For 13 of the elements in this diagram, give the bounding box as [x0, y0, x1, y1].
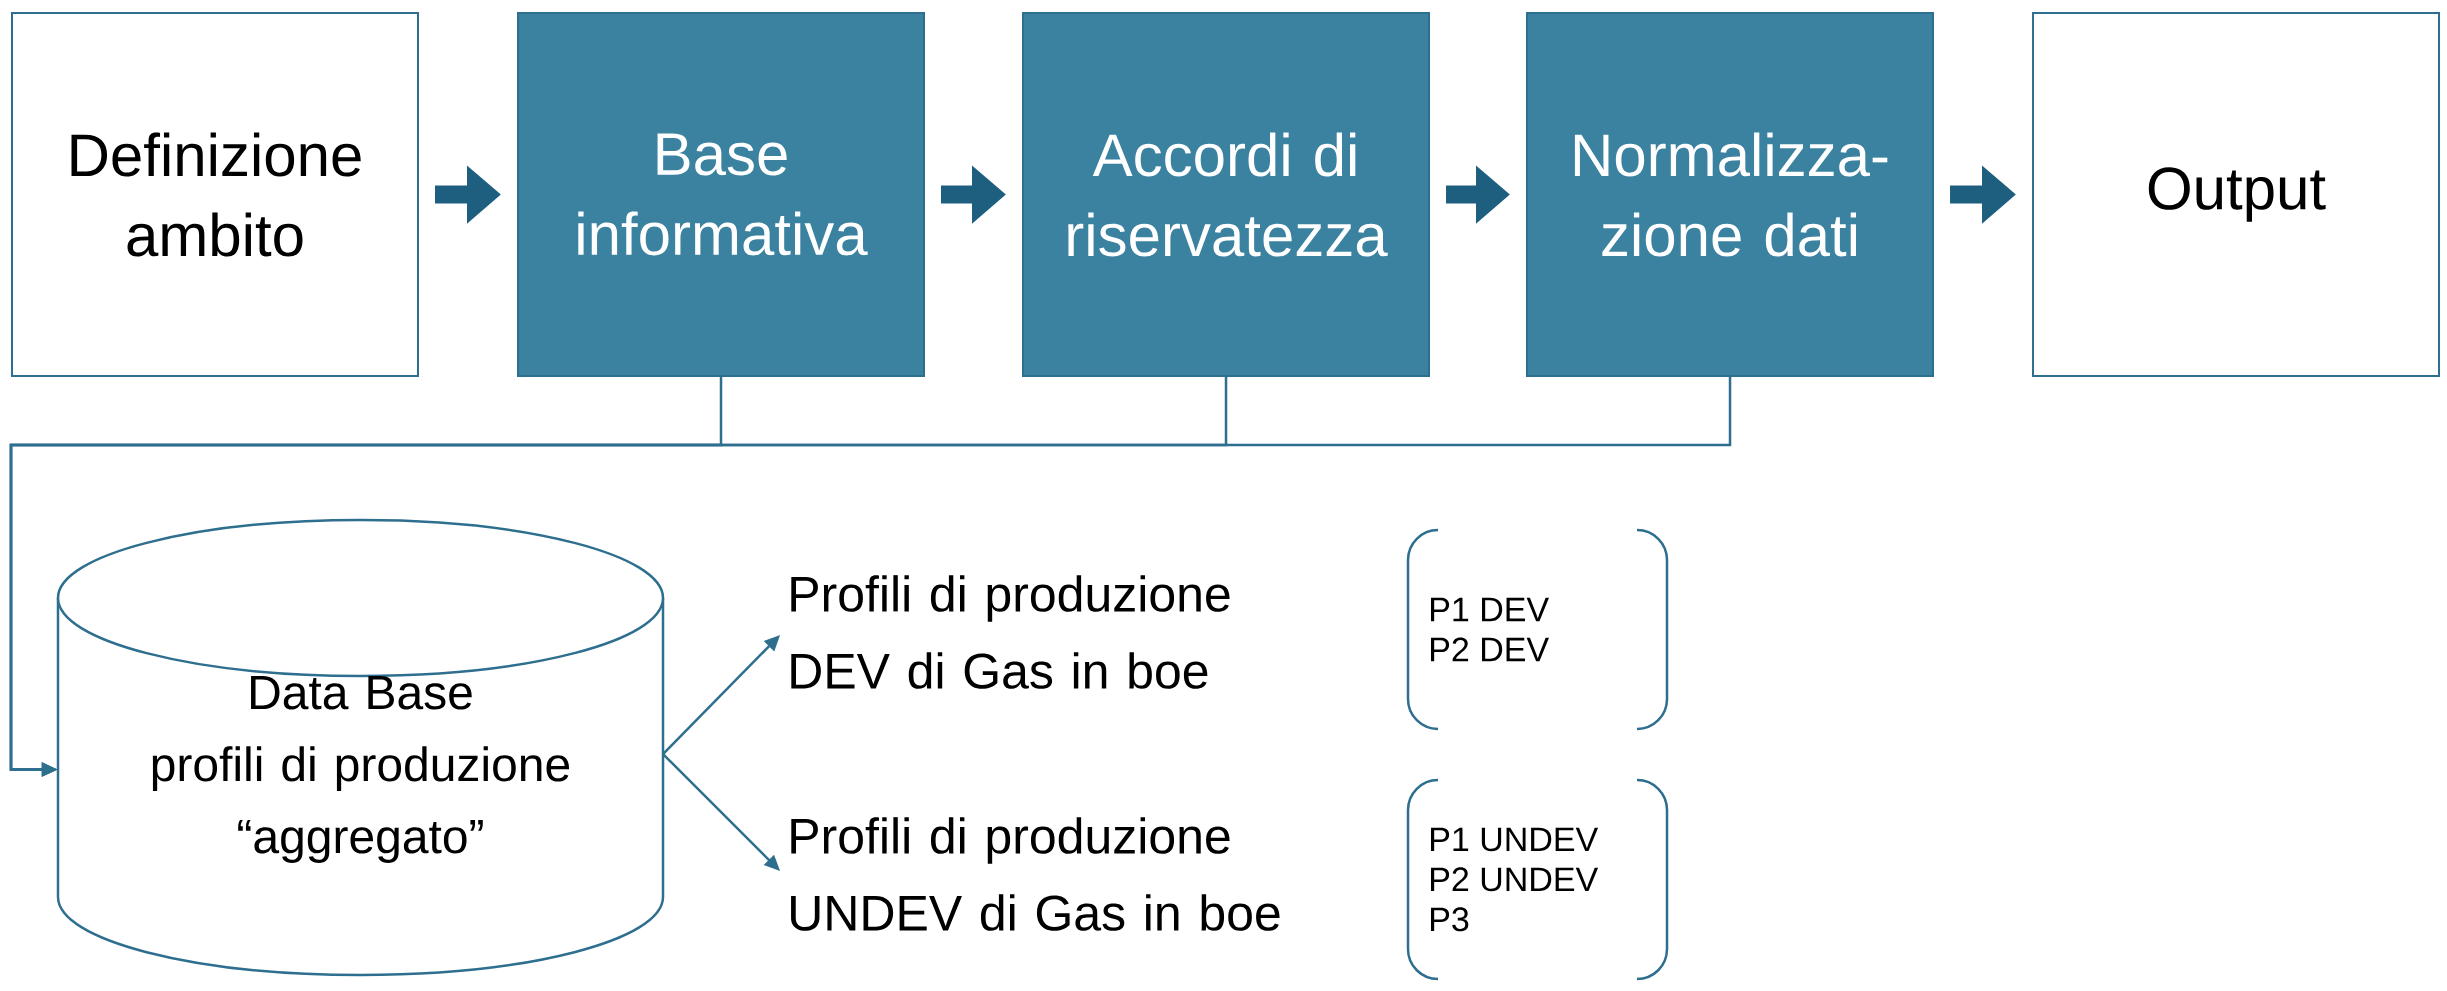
process-box: Normalizza-zione dati: [1526, 12, 1934, 377]
output-label: Profili di produzione UNDEV di Gas in boe: [791, 817, 1280, 931]
output-label: Profili di produzione DEV di Gas in boe: [791, 575, 1230, 689]
bracket-list: P1 UNDEV P2 UNDEV P3: [1406, 778, 1669, 981]
process-box: Definizione ambito: [11, 12, 419, 377]
bracket-list: P1 DEV P2 DEV: [1406, 528, 1669, 731]
node-label: profili di produzione “aggregato”: [152, 746, 570, 863]
node-label: Data Base: [251, 676, 472, 710]
process-box: Accordi di riservatezza: [1022, 12, 1430, 377]
process-box: Output: [2032, 12, 2441, 377]
connector-arrow: [9, 377, 1732, 777]
database-cylinder: Data Base profili di produzione “aggregato”: [56, 518, 665, 977]
process-box: Base informativa: [517, 12, 925, 377]
